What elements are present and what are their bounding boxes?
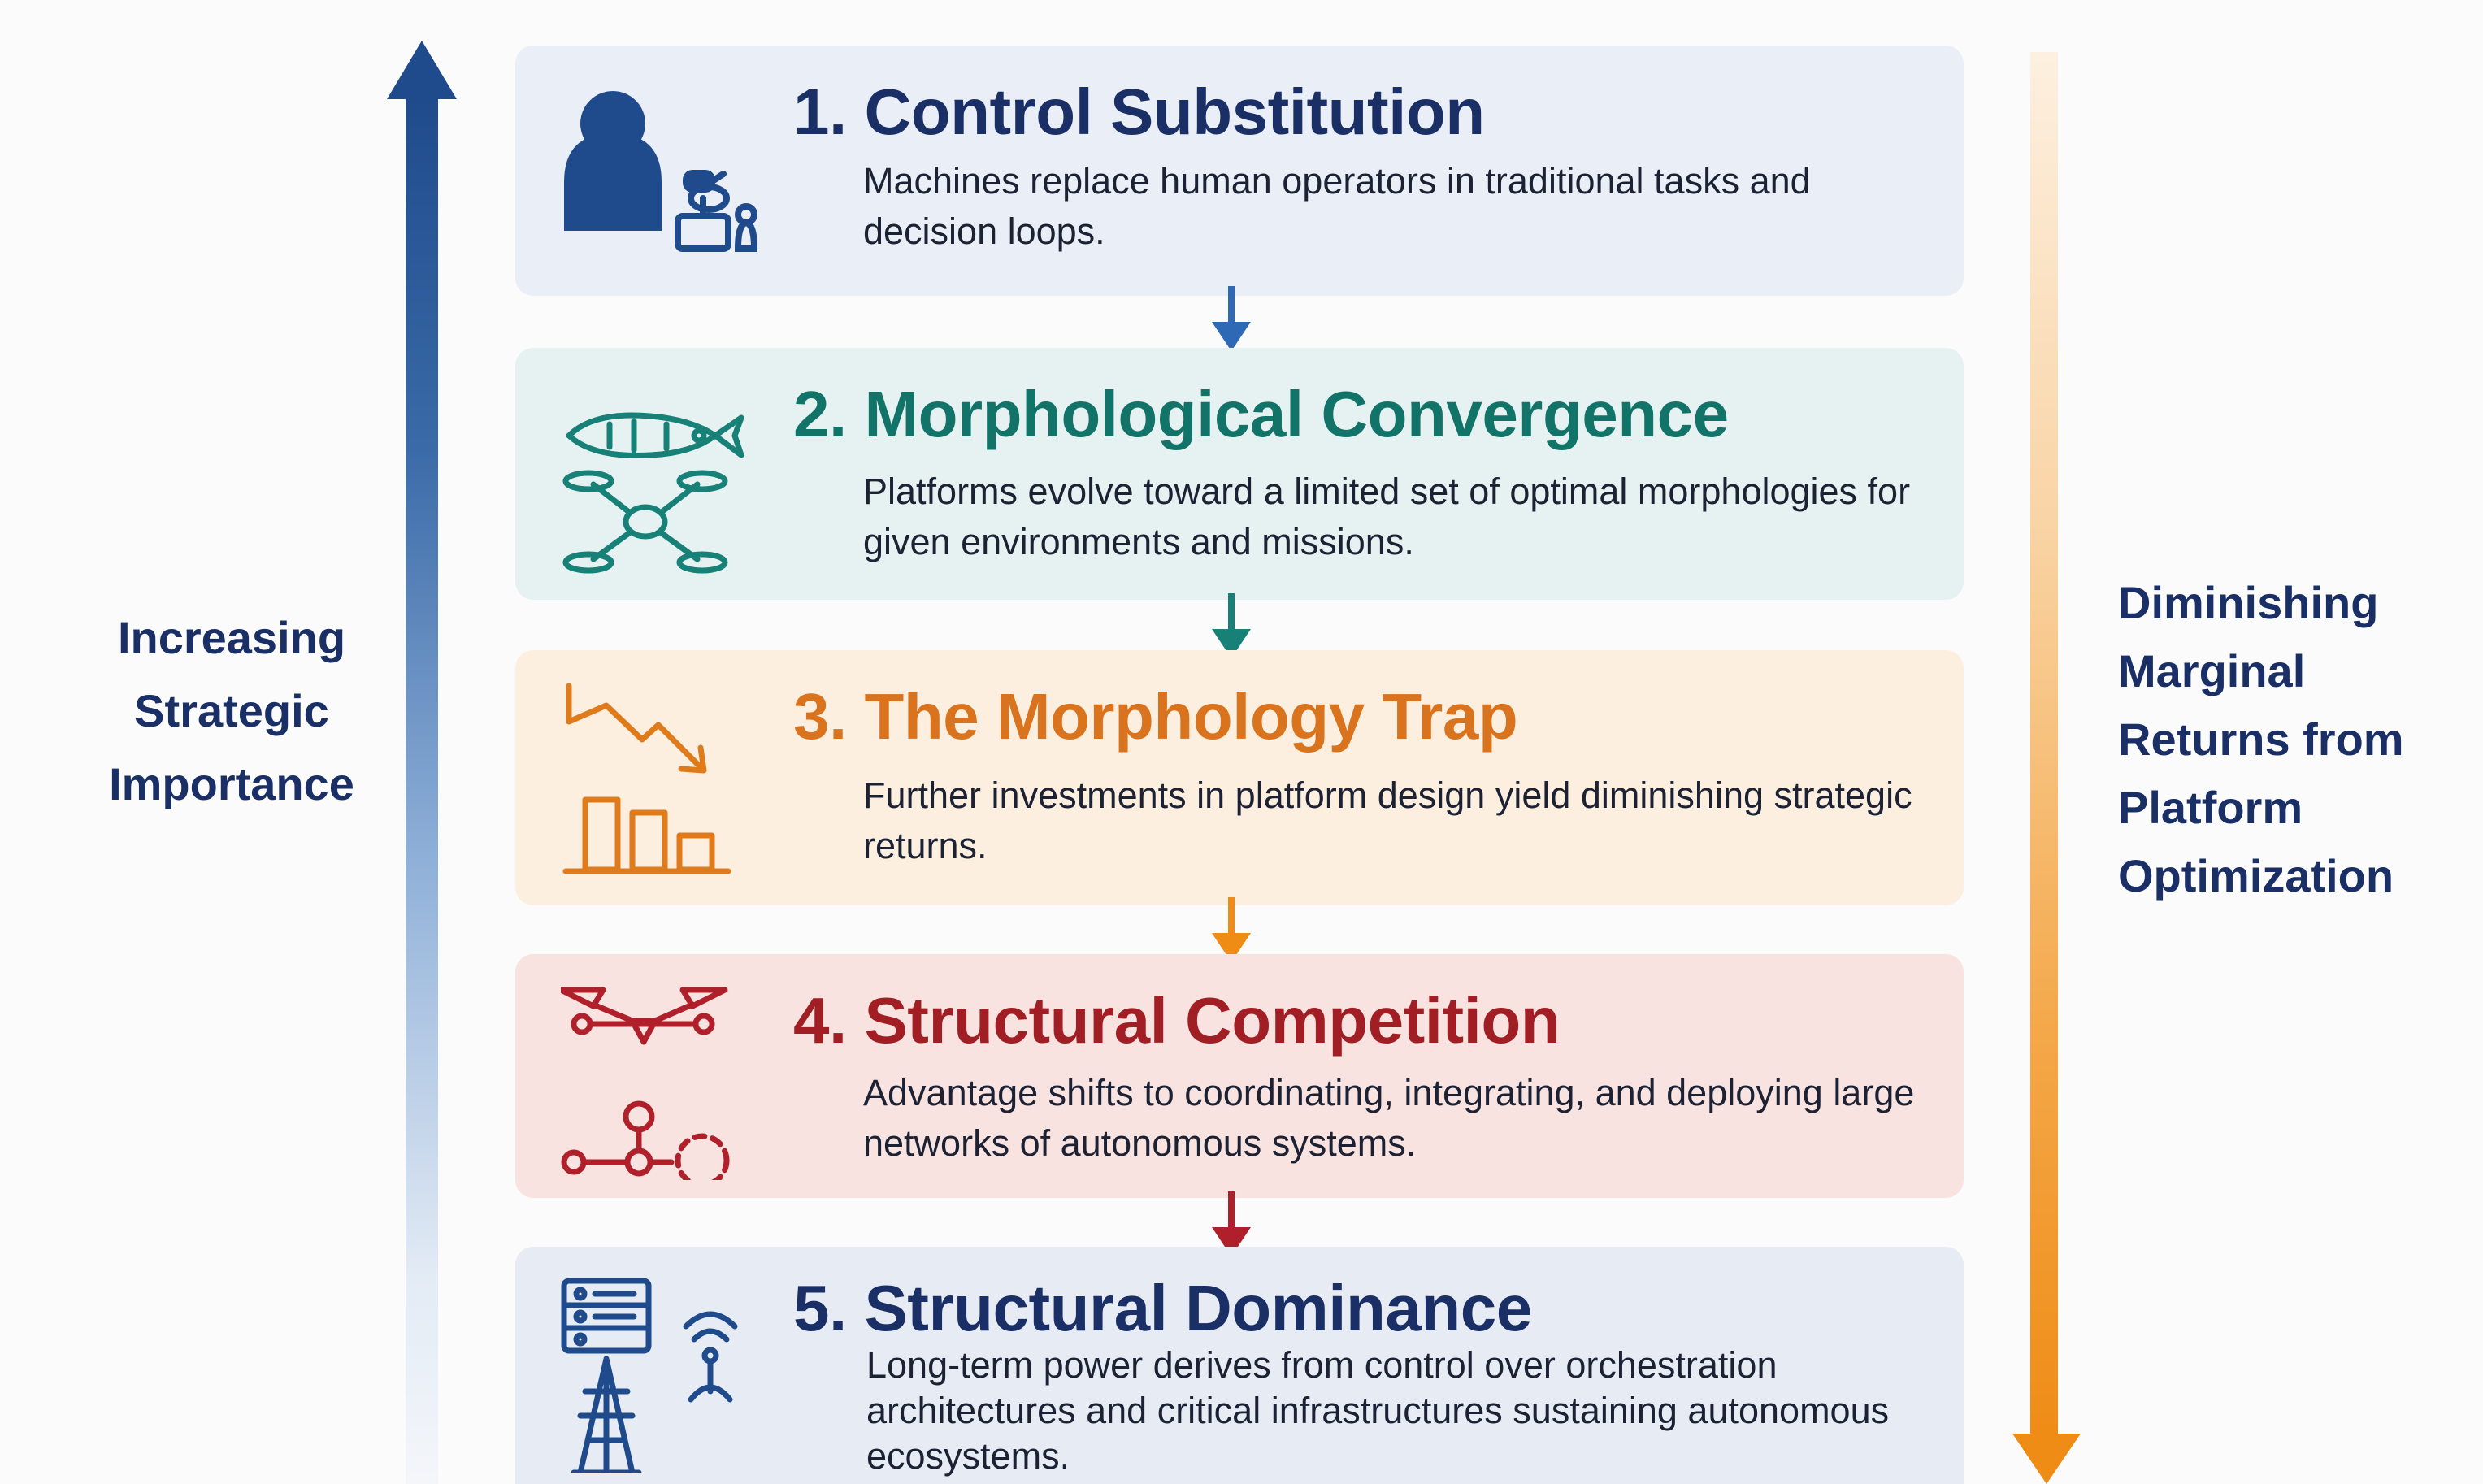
- right-axis-label-line: Returns from: [2118, 714, 2404, 765]
- down-arrow-shaft: [2030, 52, 2058, 1434]
- stage-description: Advantage shifts to coordinating, integr…: [863, 1072, 1915, 1164]
- stage-card-morphological-convergence: 2. Morphological Convergence Platforms e…: [515, 348, 1964, 600]
- stage-title: 4. Structural Competition: [793, 984, 1561, 1057]
- network-drone-icon: [558, 985, 764, 1188]
- stage-title: 3. The Morphology Trap: [793, 680, 1518, 753]
- stage-description: Long-term power derives from control ove…: [866, 1344, 1890, 1477]
- down-arrow-head: [2012, 1434, 2081, 1484]
- left-axis-label: Increasing Strategic Importance: [89, 601, 374, 821]
- right-axis-label-line: Marginal: [2118, 645, 2306, 696]
- stage-card-structural-dominance: 5. Structural Dominance Long-term power …: [515, 1247, 1964, 1484]
- fish-drone-icon: [561, 379, 764, 574]
- left-axis-label-line: Increasing: [117, 612, 346, 663]
- stage-title: 1. Control Substitution: [793, 76, 1485, 148]
- stage-card-morphology-trap: 3. The Morphology Trap Further investmen…: [515, 650, 1964, 905]
- operator-joystick-icon: [561, 76, 764, 271]
- right-axis-label: Diminishing Marginal Returns from Platfo…: [2118, 569, 2459, 910]
- stage-card-control-substitution: 1. Control Substitution Machines replace…: [515, 46, 1964, 296]
- stage-title: 5. Structural Dominance: [793, 1272, 1532, 1344]
- stage-connector-arrow: [1209, 286, 1254, 354]
- increasing-importance-arrow: [387, 41, 457, 1484]
- stage-title: 2. Morphological Convergence: [793, 378, 1729, 450]
- left-axis-label-line: Importance: [109, 758, 354, 809]
- right-axis-label-line: Diminishing: [2118, 577, 2379, 628]
- server-tower-icon: [561, 1278, 764, 1476]
- up-arrow-head: [387, 41, 457, 99]
- stage-description: Machines replace human operators in trad…: [863, 160, 1811, 252]
- stage-description: Further investments in platform design y…: [863, 775, 1912, 866]
- stage-description: Platforms evolve toward a limited set of…: [863, 471, 1911, 562]
- stage-card-structural-competition: 4. Structural Competition Advantage shif…: [515, 954, 1964, 1198]
- right-axis-label-line: Platform: [2118, 782, 2303, 833]
- declining-bars-icon: [561, 681, 764, 876]
- right-axis-label-line: Optimization: [2118, 850, 2394, 901]
- diminishing-returns-arrow: [2012, 52, 2081, 1484]
- up-arrow-shaft: [406, 99, 438, 1484]
- left-axis-label-line: Strategic: [134, 685, 329, 736]
